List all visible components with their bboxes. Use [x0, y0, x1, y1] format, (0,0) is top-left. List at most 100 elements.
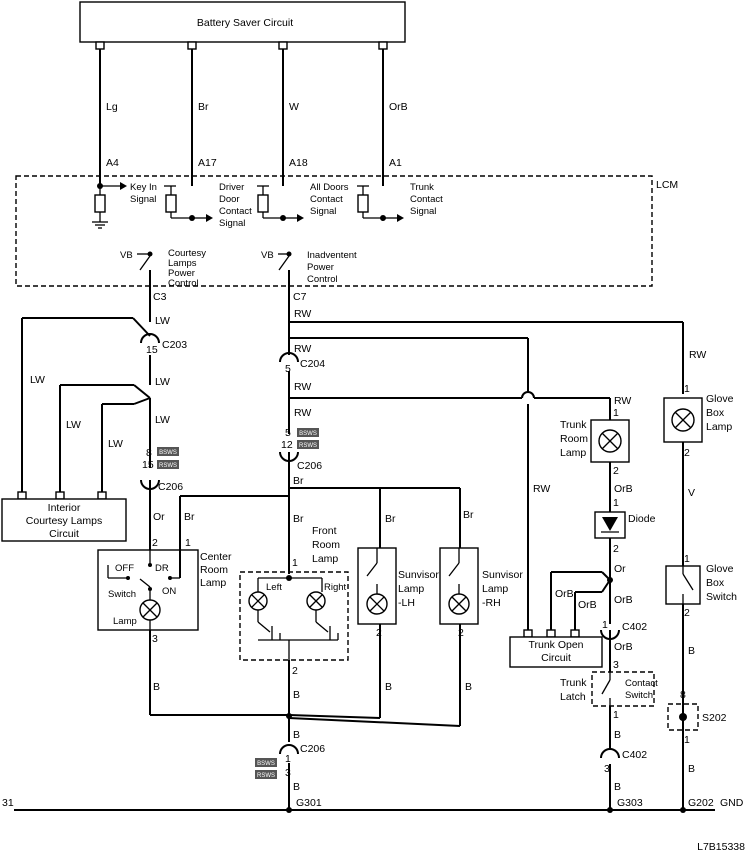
- g202-label: G202: [688, 797, 714, 809]
- diode-symbol: [601, 517, 619, 533]
- wire-br-label-a: Br: [293, 475, 304, 487]
- glove-box-lamp-internals: [671, 408, 695, 432]
- trunk-open-connectors: [523, 629, 580, 638]
- driver-door-label-3: Contact: [219, 206, 252, 217]
- inadvertent-label-2: Power: [307, 262, 334, 273]
- sunvisor-rh-label-2: Lamp: [482, 583, 508, 595]
- front-room-label-3: Lamp: [312, 553, 338, 565]
- diode-pin-1: 1: [613, 497, 619, 509]
- center-off-label: OFF: [115, 563, 134, 574]
- wire-rw-label-trunk-open: RW: [533, 483, 550, 495]
- interior-courtesy-connectors: [17, 491, 107, 500]
- pin-a1: A1: [389, 157, 402, 169]
- wire-lw-label-5: LW: [108, 438, 123, 450]
- wire-rw-label-3: RW: [294, 381, 311, 393]
- trunk-input-circuit: [357, 185, 404, 222]
- wire-orb-label-trunk-2: OrB: [555, 588, 574, 600]
- vb-label-courtesy: VB: [120, 250, 133, 261]
- trunk-room-lamp-internals: [598, 429, 622, 453]
- glove-switch-label-3: Switch: [706, 591, 737, 603]
- lcm-box: [15, 175, 653, 287]
- variant-tag-text-bsws-1: BSWS: [159, 450, 177, 456]
- wire-rw-label-glove: RW: [689, 349, 706, 361]
- glove-lamp-label-3: Lamp: [706, 421, 732, 433]
- c203-pin: 15: [146, 344, 158, 356]
- c402-label-2: C402: [622, 749, 647, 761]
- trunk-or-wiring: [550, 538, 613, 630]
- center-switch-label: Switch: [108, 589, 136, 600]
- variant-tag-rsws-3: [255, 770, 277, 779]
- wire-lw-label-2: LW: [155, 376, 170, 388]
- wire-orb-label-latch: OrB: [614, 641, 633, 653]
- contact-switch-label-1: Contact: [625, 678, 658, 689]
- driver-door-input-circuit: [164, 185, 213, 222]
- c206-pin-4: 1: [285, 753, 291, 765]
- variant-tag-bsws-2: [297, 428, 319, 437]
- trunk-room-label-2: Room: [560, 433, 588, 445]
- c206-pin-3: 3: [285, 767, 291, 779]
- trunk-label-3: Signal: [410, 206, 436, 217]
- wire-b-label-g303: B: [614, 781, 621, 793]
- center-room-lamp-internals: [107, 512, 181, 630]
- c206-pin-15: 15: [142, 459, 154, 471]
- trunk-latch-label-2: Latch: [560, 691, 586, 703]
- s202-pin-8: 8: [680, 689, 686, 701]
- interior-courtesy-box: [1, 498, 127, 542]
- c402-label-1: C402: [622, 621, 647, 633]
- trunk-open-label-1: Trunk Open: [528, 639, 583, 651]
- glove-lamp-pin-1: 1: [684, 383, 690, 395]
- center-room-label-1: Center: [200, 551, 232, 563]
- wire-b-label-latch: B: [614, 729, 621, 741]
- all-doors-label-3: Signal: [310, 206, 336, 217]
- br-branch-wiring: [179, 487, 461, 548]
- front-room-lamp-box: [239, 571, 349, 661]
- center-room-label-3: Lamp: [200, 577, 226, 589]
- front-room-label-2: Room: [312, 539, 340, 551]
- trunk-room-label-3: Lamp: [560, 447, 586, 459]
- sunvisor-lh-pin-2: 2: [376, 627, 382, 639]
- glove-box-switch-internals: [682, 566, 694, 604]
- wire-w-label: W: [289, 101, 299, 113]
- front-pin-1: 1: [292, 557, 298, 569]
- c206-label-1: C206: [158, 481, 183, 493]
- diode-pin-2: 2: [613, 543, 619, 555]
- trunk-latch-switch: [601, 672, 611, 706]
- variant-tag-text-rsws-2: RSWS: [299, 443, 317, 449]
- variant-tag-rsws-2: [297, 440, 319, 449]
- wire-lg-label: Lg: [106, 101, 118, 113]
- trunk-open-box: [509, 636, 603, 668]
- sunvisor-rh-internals: [448, 548, 470, 726]
- wire-b-label-center: B: [153, 681, 160, 693]
- variant-tag-text-rsws-3: RSWS: [257, 773, 275, 779]
- variant-tag-text-rsws-1: RSWS: [159, 463, 177, 469]
- trunk-room-label-1: Trunk: [560, 419, 587, 431]
- courtesy-control-label-3: Power: [168, 268, 195, 279]
- trunk-label-2: Contact: [410, 194, 443, 205]
- pin-a17: A17: [198, 157, 217, 169]
- interior-courtesy-label-2: Courtesy Lamps: [26, 515, 102, 527]
- all-doors-label-1: All Doors: [310, 182, 349, 193]
- sunvisor-rh-label-1: Sunvisor: [482, 569, 523, 581]
- wire-orb-label-trunk-3: OrB: [578, 599, 597, 611]
- courtesy-control-label-2: Lamps: [168, 258, 197, 269]
- glove-switch-label-1: Glove: [706, 563, 734, 575]
- edge-number: 31: [2, 797, 14, 809]
- rw-wiring: [279, 321, 684, 630]
- wire-b-label-glove: B: [688, 645, 695, 657]
- key-in-label-2: Signal: [130, 194, 156, 205]
- wire-br-label-center: Br: [184, 511, 195, 523]
- center-on-label: ON: [162, 586, 176, 597]
- lcm-label: LCM: [656, 179, 678, 191]
- wire-rw-label-1: RW: [294, 308, 311, 320]
- key-in-label-1: Key In: [130, 182, 157, 193]
- wire-orb-label-trunk-1: OrB: [614, 483, 633, 495]
- lw-wiring: [21, 317, 160, 550]
- c206-pin-12: 12: [281, 439, 293, 451]
- ground-bus: [14, 807, 715, 813]
- figure-id: L7B15338: [697, 841, 745, 853]
- glove-switch-pin-1: 1: [684, 553, 690, 565]
- center-pin-2: 2: [152, 537, 158, 549]
- wire-orb-label: OrB: [389, 101, 408, 113]
- variant-tag-text-bsws-3: BSWS: [257, 761, 275, 767]
